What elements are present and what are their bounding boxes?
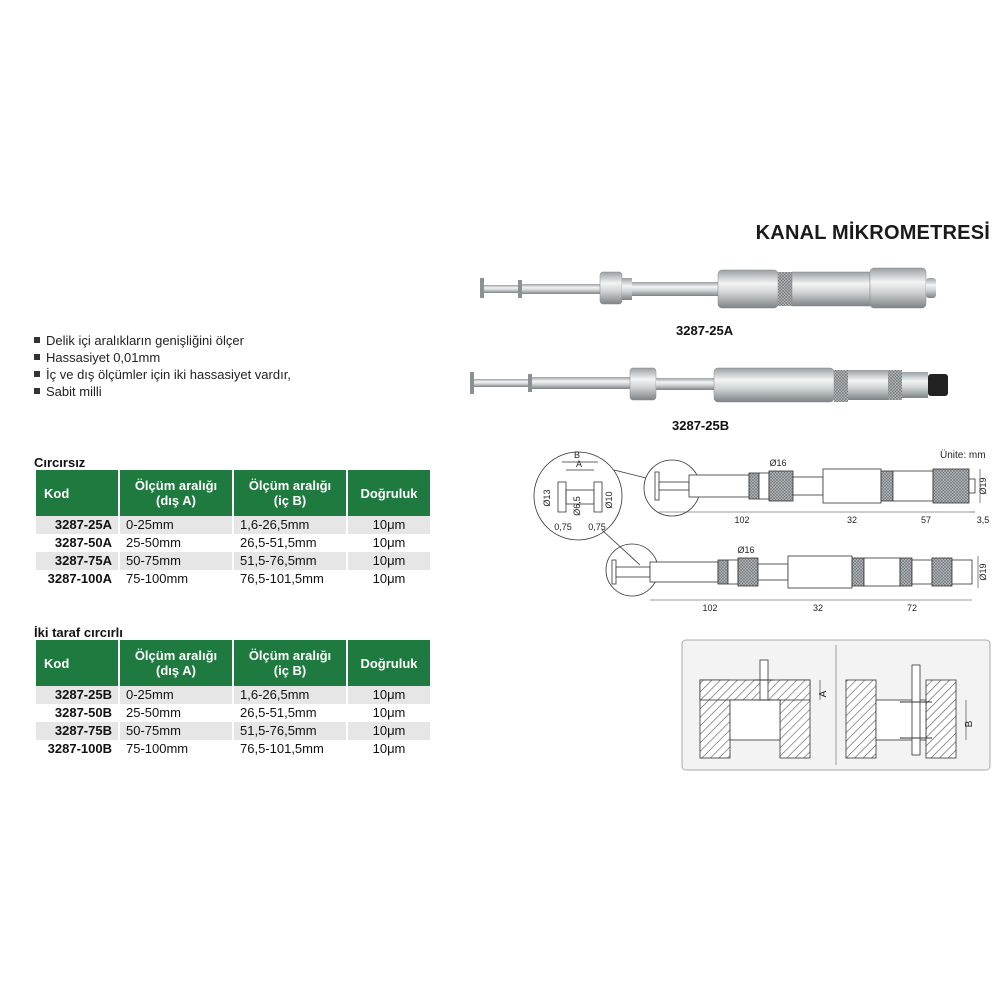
usage-b-label: B [964, 720, 975, 727]
length-3-5-label: 3,5 [977, 515, 990, 525]
product-b-label: 3287-25B [672, 418, 730, 433]
length-32-b-label: 32 [813, 603, 823, 613]
table-row: 3287-75B 50-75mm 51,5-76,5mm 10μm [36, 722, 430, 740]
diameter-19-b-label: Ø19 [978, 563, 988, 580]
feature-item: Sabit milli [34, 383, 291, 400]
cell-accuracy: 10μm [348, 570, 430, 588]
cell-range-b: 26,5-51,5mm [234, 704, 346, 722]
cell-kod: 3287-100A [36, 570, 118, 588]
cell-accuracy: 10μm [348, 722, 430, 740]
header-accuracy: Doğruluk [348, 640, 430, 686]
table-row: 3287-50B 25-50mm 26,5-51,5mm 10μm [36, 704, 430, 722]
cell-range-b: 51,5-76,5mm [234, 722, 346, 740]
cell-accuracy: 10μm [348, 740, 430, 758]
cell-kod: 3287-75B [36, 722, 118, 740]
table-row: 3287-50A 25-50mm 26,5-51,5mm 10μm [36, 534, 430, 552]
feature-list: Delik içi aralıkların genişliğini ölçer … [34, 332, 291, 400]
cell-range-b: 76,5-101,5mm [234, 570, 346, 588]
length-102-a-label: 102 [734, 515, 749, 525]
table-header-row: Kod Ölçüm aralığı(dış A) Ölçüm aralığı(i… [36, 470, 430, 516]
cell-range-a: 0-25mm [120, 516, 232, 534]
width-075-a-label: 0,75 [554, 522, 572, 532]
header-accuracy: Doğruluk [348, 470, 430, 516]
table2-title: İki taraf cırcırlı [34, 625, 123, 640]
cell-range-a: 25-50mm [120, 704, 232, 722]
length-32-a-label: 32 [847, 515, 857, 525]
cell-accuracy: 10μm [348, 686, 430, 704]
table-header-row: Kod Ölçüm aralığı(dış A) Ölçüm aralığı(i… [36, 640, 430, 686]
cell-range-a: 50-75mm [120, 552, 232, 570]
header-range-a: Ölçüm aralığı(dış A) [120, 640, 232, 686]
cell-range-a: 75-100mm [120, 740, 232, 758]
diameter-16-b-label: Ø16 [737, 545, 754, 555]
diameter-16-a-label: Ø16 [769, 458, 786, 468]
feature-item: İç ve dış ölçümler için iki hassasiyet v… [34, 366, 291, 383]
detail-b-label: B [574, 450, 580, 460]
cell-range-a: 25-50mm [120, 534, 232, 552]
length-57-label: 57 [921, 515, 931, 525]
table1-title: Cırcırsız [34, 455, 86, 470]
cell-kod: 3287-25B [36, 686, 118, 704]
length-102-b-label: 102 [702, 603, 717, 613]
table-row: 3287-75A 50-75mm 51,5-76,5mm 10μm [36, 552, 430, 570]
header-range-b: Ölçüm aralığı(iç B) [234, 470, 346, 516]
cell-range-b: 51,5-76,5mm [234, 552, 346, 570]
cell-kod: 3287-75A [36, 552, 118, 570]
spec-table-double-ratchet: Kod Ölçüm aralığı(dış A) Ölçüm aralığı(i… [34, 640, 432, 758]
page-title: KANAL MİKROMETRESİ [755, 222, 990, 244]
header-range-b: Ölçüm aralığı(iç B) [234, 640, 346, 686]
feature-item: Hassasiyet 0,01mm [34, 349, 291, 366]
cell-range-b: 76,5-101,5mm [234, 740, 346, 758]
diameter-10-label: Ø10 [604, 491, 614, 508]
cell-kod: 3287-50A [36, 534, 118, 552]
feature-item: Delik içi aralıkların genişliğini ölçer [34, 332, 291, 349]
cell-kod: 3287-25A [36, 516, 118, 534]
cell-range-b: 1,6-26,5mm [234, 686, 346, 704]
table-row: 3287-100A 75-100mm 76,5-101,5mm 10μm [36, 570, 430, 588]
spec-table-ratchetless: Kod Ölçüm aralığı(dış A) Ölçüm aralığı(i… [34, 470, 432, 588]
unit-label: Ünite: mm [940, 450, 986, 461]
width-075-b-label: 0,75 [588, 522, 606, 532]
header-kod: Kod [36, 640, 118, 686]
cell-accuracy: 10μm [348, 704, 430, 722]
cell-range-a: 0-25mm [120, 686, 232, 704]
table-row: 3287-25B 0-25mm 1,6-26,5mm 10μm [36, 686, 430, 704]
length-72-label: 72 [907, 603, 917, 613]
header-range-a: Ölçüm aralığı(dış A) [120, 470, 232, 516]
header-kod: Kod [36, 470, 118, 516]
diameter-13-label: Ø13 [542, 489, 552, 506]
cell-range-b: 1,6-26,5mm [234, 516, 346, 534]
detail-a-label: A [576, 459, 582, 469]
table-row: 3287-25A 0-25mm 1,6-26,5mm 10μm [36, 516, 430, 534]
usage-a-label: A [818, 690, 829, 697]
diameter-6-5-label: Ø6,5 [572, 496, 582, 516]
cell-kod: 3287-100B [36, 740, 118, 758]
cell-accuracy: 10μm [348, 552, 430, 570]
cell-accuracy: 10μm [348, 516, 430, 534]
cell-range-b: 26,5-51,5mm [234, 534, 346, 552]
cell-kod: 3287-50B [36, 704, 118, 722]
table-row: 3287-100B 75-100mm 76,5-101,5mm 10μm [36, 740, 430, 758]
cell-accuracy: 10μm [348, 534, 430, 552]
cell-range-a: 75-100mm [120, 570, 232, 588]
diameter-19-a-label: Ø19 [978, 477, 988, 494]
cell-range-a: 50-75mm [120, 722, 232, 740]
product-a-label: 3287-25A [676, 323, 734, 338]
